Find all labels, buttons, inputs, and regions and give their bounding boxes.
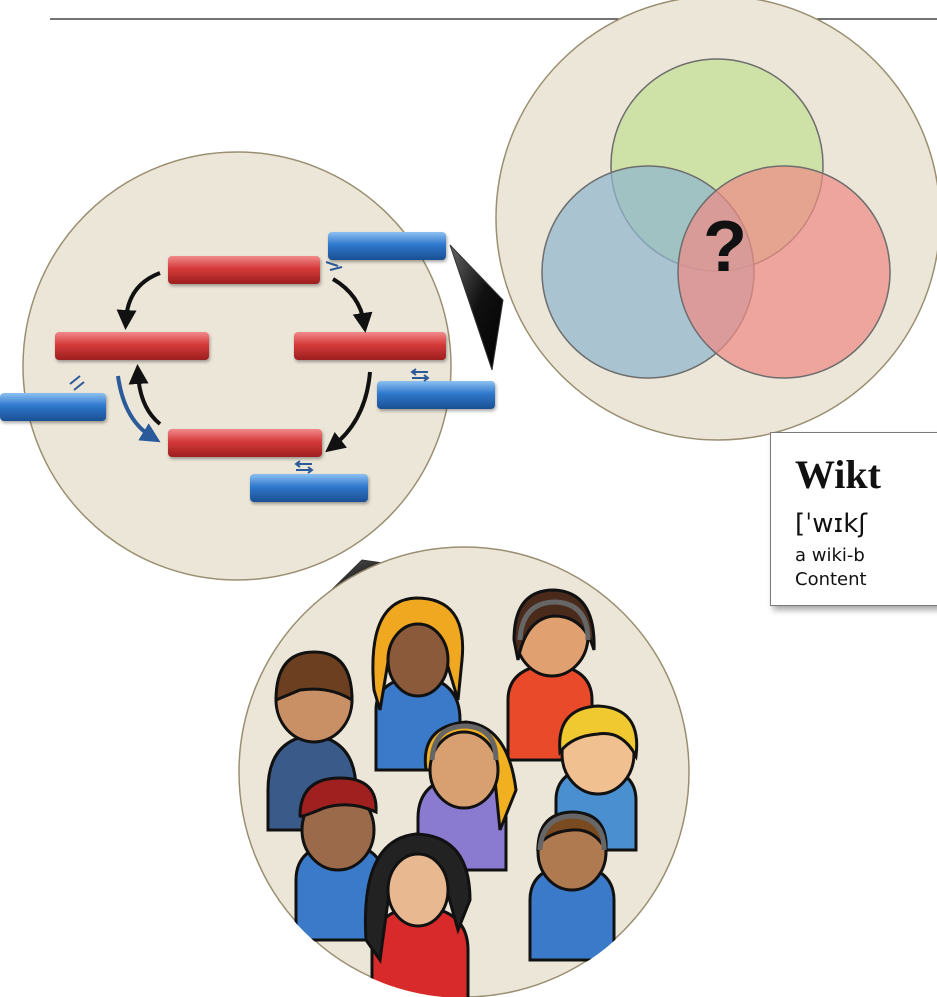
pointer-triangle-upper [449, 244, 504, 371]
person-icon [363, 832, 472, 997]
wiktionary-card: Wikt [ˈwɪkʃ a wiki-b Content [770, 432, 937, 606]
wiktionary-content-line: Content [795, 569, 867, 590]
red-bar-right [294, 332, 446, 360]
venn-bubble: ? [495, 0, 937, 441]
network-bubble [0, 151, 495, 581]
wiktionary-title: Wikt [795, 452, 881, 497]
blue-bar-right [377, 381, 495, 409]
cycle-arrow-top-right [331, 277, 373, 333]
cycle-arrow-right-bottom [325, 371, 372, 453]
cycle-arrow-top-left [116, 271, 161, 330]
wiktionary-pronunciation: [ˈwɪkʃ [795, 509, 868, 539]
person-icon [294, 776, 386, 942]
cycle-arrow-bottom-left [128, 364, 162, 426]
venn-question-mark: ? [703, 207, 747, 287]
red-bar-bottom [168, 429, 322, 457]
interaction-icon-top [325, 261, 343, 271]
blue-bar-left [0, 393, 106, 421]
red-bar-left [55, 332, 209, 360]
blue-bar-top-right [328, 232, 446, 260]
people-bubble [238, 546, 690, 997]
blue-curved-arrow [116, 375, 161, 443]
person-icon [506, 588, 596, 762]
interaction-icon-right [410, 368, 430, 382]
interaction-icon-bottom [294, 460, 314, 474]
venn-circle-red [677, 165, 891, 379]
blue-bar-bottom [250, 474, 368, 502]
interaction-icon-left [69, 375, 85, 391]
person-icon [528, 810, 616, 962]
red-bar-top [168, 256, 320, 284]
network-bubble-background [22, 151, 452, 581]
wiktionary-description: a wiki-b [795, 545, 865, 566]
